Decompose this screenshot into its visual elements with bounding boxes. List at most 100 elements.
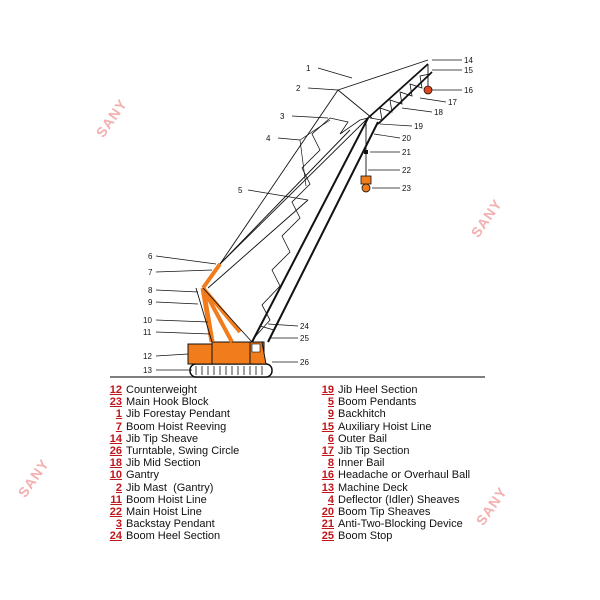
legend-item: 21 Anti-Two-Blocking Device: [306, 518, 470, 530]
watermark-sany: SANY: [472, 483, 511, 529]
legend-label: Boom Heel Section: [126, 530, 221, 543]
legend-label: Counterweight: [126, 384, 197, 396]
overhaul-ball: [423, 85, 433, 95]
callout-11: 11: [143, 328, 152, 337]
callout-6: 6: [148, 252, 153, 261]
callout-26: 26: [300, 358, 309, 367]
callout-4: 4: [266, 134, 271, 143]
legend-num: 18: [109, 457, 122, 470]
legend-label: Main Hook Block: [126, 396, 209, 409]
legend-item: 6 Outer Bail: [306, 433, 470, 445]
rigging-lines: [195, 59, 429, 343]
callout-23: 23: [402, 184, 411, 193]
legend-label: Gantry: [126, 469, 160, 482]
legend-label: Outer Bail: [338, 432, 387, 445]
legend-num: 26: [109, 444, 122, 457]
callout-14: 14: [464, 56, 473, 65]
callout-25: 25: [300, 334, 309, 343]
legend-num: 15: [321, 420, 334, 433]
legend-num: 10: [109, 469, 122, 482]
legend-num: 20: [321, 505, 334, 518]
legend-label: Backhitch: [338, 408, 386, 421]
callout-5: 5: [238, 186, 243, 195]
leader-lines: [155, 59, 462, 371]
legend-num: 24: [109, 530, 122, 543]
legend-label: Main Hoist Line: [126, 505, 202, 518]
legend-num: 4: [327, 493, 334, 506]
callout-16: 16: [464, 86, 473, 95]
legend-label: Jib Tip Section: [338, 444, 410, 457]
legend-item: 15 Auxiliary Hoist Line: [306, 421, 470, 433]
callout-13: 13: [143, 366, 152, 375]
legend-item: 20 Boom Tip Sheaves: [306, 506, 470, 518]
legend-num: 11: [110, 493, 122, 506]
gantry-leg: [200, 287, 215, 343]
callout-10: 10: [143, 316, 152, 325]
crane-diagram: 1 2 3 4 5 6 7 8 9 10 11 12 13 14 15 16 1…: [110, 56, 485, 378]
legend-item: 4 Deflector (Idler) Sheaves: [306, 494, 470, 506]
watermark-sany: SANY: [14, 455, 53, 501]
legend-label: Boom Tip Sheaves: [338, 505, 431, 518]
legend-label: Jib Heel Section: [338, 384, 418, 396]
legend-label: Jib Tip Sheave: [126, 432, 199, 445]
callout-8: 8: [148, 286, 153, 295]
legend-num: 2: [115, 481, 122, 494]
legend-label: Inner Bail: [338, 457, 385, 470]
callout-24: 24: [300, 322, 309, 331]
legend-label: Backstay Pendant: [126, 518, 215, 531]
callout-1: 1: [306, 64, 311, 73]
legend-num: 13: [321, 481, 334, 494]
cab-window: [251, 343, 261, 353]
legend-num: 7: [115, 420, 122, 433]
legend-item: 10 Gantry: [94, 469, 239, 481]
jib-lattice: [367, 63, 433, 125]
legend-num: 3: [115, 518, 122, 531]
legend-num: 6: [327, 432, 334, 445]
main-hook-ball: [361, 183, 371, 193]
legend-num: 17: [321, 444, 334, 457]
legend-item: 14 Jib Tip Sheave: [94, 433, 239, 445]
legend-label: Boom Stop: [338, 530, 393, 543]
gantry-top: [201, 262, 222, 290]
legend-num: 22: [109, 505, 122, 518]
anti-two-block: [364, 150, 368, 154]
legend-label: Turntable, Swing Circle: [126, 444, 240, 457]
legend-num: 16: [321, 469, 334, 482]
callout-22: 22: [402, 166, 411, 175]
legend-item: 17 Jib Tip Section: [306, 445, 470, 457]
legend-num: 21: [321, 518, 334, 531]
legend-num: 14: [109, 432, 122, 445]
legend-item: 12 Counterweight: [94, 384, 239, 396]
legend-item: 8 Inner Bail: [306, 457, 470, 469]
legend-label: Auxiliary Hoist Line: [338, 420, 432, 433]
legend-num: 8: [327, 457, 334, 470]
callout-9: 9: [148, 298, 153, 307]
legend-item: 7 Boom Hoist Reeving: [94, 421, 239, 433]
callout-2: 2: [296, 84, 301, 93]
main-hook-block: [360, 175, 372, 185]
crawler-rollers: [195, 366, 263, 375]
legend-label: Boom Hoist Reeving: [126, 420, 227, 433]
callout-18: 18: [434, 108, 443, 117]
legend-label: Jib Mid Section: [126, 457, 201, 470]
legend-num: 12: [109, 384, 122, 396]
legend-item: 18 Jib Mid Section: [94, 457, 239, 469]
gantry-strut: [201, 287, 234, 343]
legend-label: Boom Pendants: [338, 396, 417, 409]
legend-label: Jib Forestay Pendant: [126, 408, 230, 421]
callout-19: 19: [414, 122, 423, 131]
legend-item: 3 Backstay Pendant: [94, 518, 239, 530]
callout-12: 12: [143, 352, 152, 361]
legend-label: Anti-Two-Blocking Device: [338, 518, 463, 531]
callout-17: 17: [448, 98, 457, 107]
legend-label: Deflector (Idler) Sheaves: [338, 493, 460, 506]
